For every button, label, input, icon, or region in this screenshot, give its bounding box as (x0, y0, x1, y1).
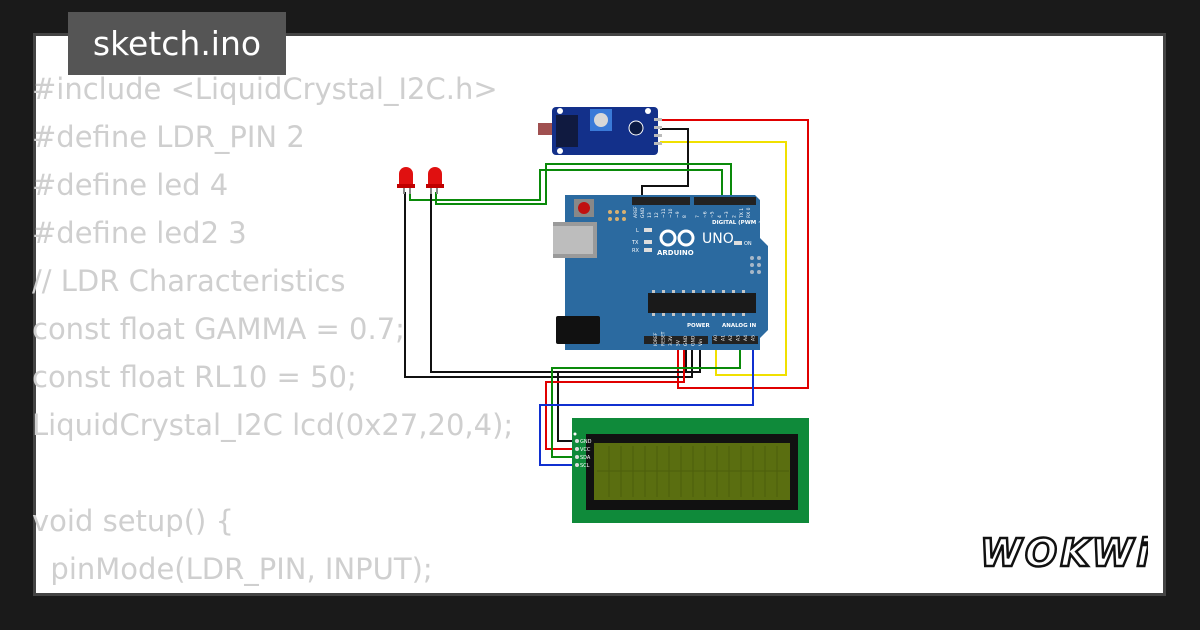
lcd-pin-label: SCL (580, 463, 590, 469)
code-line: const float RL10 = 50; (32, 360, 357, 394)
wire-green-led1 (409, 169, 723, 201)
digital-pin-label: GND (640, 207, 646, 218)
led-2[interactable] (426, 167, 444, 194)
lcd-pin-label: VCC (580, 447, 591, 453)
code-line: #include <LiquidCrystal_I2C.h> (32, 72, 498, 106)
l-led-label: L (636, 228, 639, 234)
power-pin-label: 3.3V (668, 335, 674, 346)
wire-yellow-sensor (660, 141, 787, 376)
wokwi-logo-text: WOKWi (980, 531, 1148, 575)
digital-pin-label: ~11 (661, 208, 667, 218)
wire-black-lcd (557, 340, 701, 442)
code-line: const float GAMMA = 0.7; (32, 312, 405, 346)
lcd-pin-labels: GND VCC SDA SCL (575, 439, 592, 469)
code-line: #define led 4 (32, 168, 229, 202)
board-model-label: UNO (702, 231, 734, 247)
digital-pin-label: 13 (647, 212, 653, 218)
digital-pin-label: ~10 (668, 208, 674, 218)
arduino-logo-icon (659, 229, 695, 247)
code-line: LiquidCrystal_I2C lcd(0x27,20,4); (32, 408, 514, 442)
wire-green-led2 (435, 163, 732, 205)
analog-pin-label: A0 (713, 335, 719, 341)
tx-led-label: TX (631, 240, 639, 246)
wokwi-logo: WOKWi (979, 530, 1148, 576)
digital-pin-label: ~5 (710, 211, 716, 218)
digital-pin-label: RX 0 (746, 207, 752, 218)
wire-green-lcd (551, 340, 741, 458)
lcd-pin[interactable] (575, 447, 579, 451)
digital-pin-label: ~6 (702, 211, 708, 218)
analog-pin-label: A1 (721, 335, 727, 341)
wire-blue-lcd (539, 340, 754, 466)
lcd-pin-label: SDA (580, 455, 591, 461)
lcd-pin[interactable] (575, 455, 579, 459)
digital-header-label: DIGITAL (PWM ~) (712, 220, 766, 226)
wire-black-led1 (404, 192, 693, 378)
lcd-pin[interactable] (575, 439, 579, 443)
code-line: // LDR Characteristics (32, 264, 346, 298)
code-line: #define led2 3 (32, 216, 247, 250)
code-line: pinMode(LDR_PIN, INPUT); (32, 552, 433, 586)
board-brand-label: ARDUINO (657, 249, 694, 257)
digital-pin-label: ~9 (675, 211, 681, 218)
power-header-label: POWER (687, 323, 711, 329)
digital-pin-label: ~3 (724, 211, 730, 218)
analog-header-label: ANALOG IN (722, 323, 757, 329)
rx-led-label: RX (632, 248, 639, 254)
file-title: sketch.ino (68, 12, 286, 75)
digital-pin-label: TX 1 (739, 208, 745, 219)
on-led-label: ON (744, 241, 752, 247)
wire-black-sensor (641, 128, 689, 198)
power-pin-label: IOREF (653, 332, 659, 346)
code-preview: #include <LiquidCrystal_I2C.h> #define LD… (32, 65, 513, 593)
arduino-uno-board[interactable]: UNO ARDUINO DIGITAL (PWM ~) POWER ANALOG… (553, 195, 768, 350)
wires (404, 119, 809, 466)
analog-pin-label: A3 (736, 335, 742, 341)
code-line: void setup() { (32, 504, 234, 538)
digital-pin-label: 12 (654, 212, 660, 218)
digital-pin-label: 2 (732, 215, 738, 218)
analog-pin-label: A2 (728, 335, 734, 341)
digital-pin-label: AREF (633, 206, 639, 218)
power-pin-label: 5V (676, 339, 682, 346)
digital-pin-label: 4 (717, 215, 723, 218)
ldr-sensor-module[interactable] (538, 107, 662, 155)
code-line: #define LDR_PIN 2 (32, 120, 305, 154)
power-pin-label: GND (683, 335, 689, 346)
power-pin-label: RESET (661, 331, 667, 346)
analog-pin-label: A4 (743, 335, 749, 341)
lcd-pin-label: GND (580, 439, 592, 445)
power-pin-label: GND (691, 335, 697, 346)
power-pin-label: Vin (698, 339, 704, 346)
lcd-pin[interactable] (575, 463, 579, 467)
digital-pin-label: 7 (695, 215, 701, 218)
digital-pin-label: 8 (682, 215, 688, 218)
analog-pin-label: A5 (751, 335, 757, 341)
lcd-i2c-display[interactable]: GND VCC SDA SCL (572, 418, 809, 523)
led-1[interactable] (397, 167, 415, 194)
